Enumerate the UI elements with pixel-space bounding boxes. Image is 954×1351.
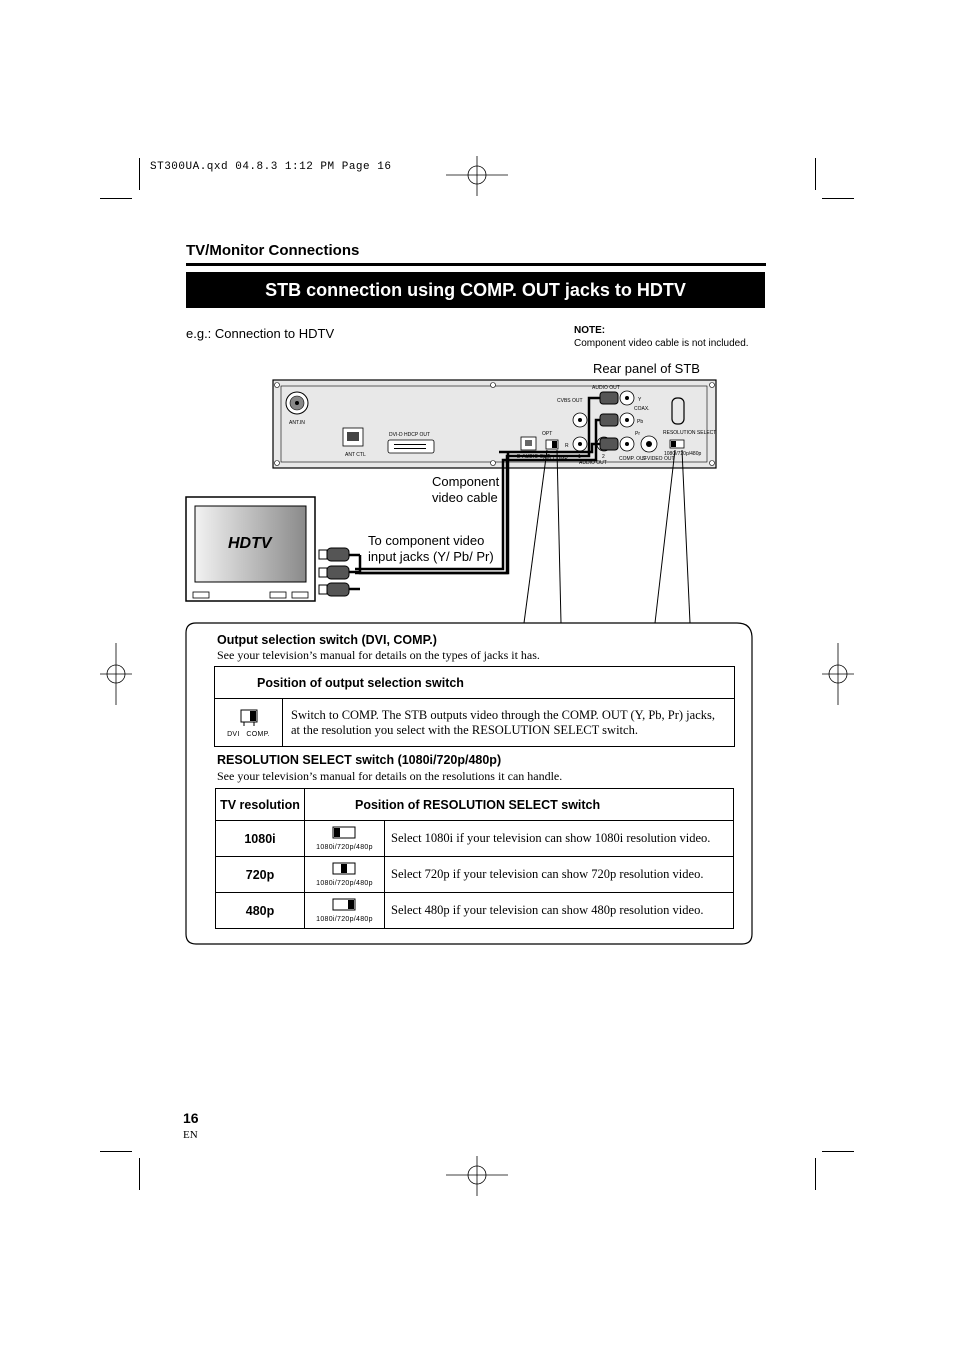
resolution-switch-title: RESOLUTION SELECT switch (1080i/720p/480…	[217, 753, 502, 767]
resolution-switch-diagram: 1080i/720p/480p	[304, 820, 385, 857]
input-label-line1: To component video	[368, 533, 485, 548]
output-switch-title: Output selection switch (DVI, COMP.)	[217, 633, 437, 647]
page-number: 16	[183, 1110, 199, 1126]
label-coax: COAX.	[634, 406, 650, 412]
hdtv-illustration	[185, 496, 316, 602]
position-col-header: Position of RESOLUTION SELECT switch	[304, 788, 734, 821]
label-cvbs-out: CVBS OUT	[557, 398, 583, 404]
tv-label: HDTV	[228, 535, 272, 552]
resolution-switch-label: 1080i/720p/480p	[316, 844, 373, 851]
label-two: 2	[602, 454, 605, 460]
output-switch-diagram: DVI COMP.	[214, 698, 283, 747]
cable-label-line2: video cable	[432, 490, 498, 505]
label-svideo-out: S-VIDEO OUT	[642, 456, 675, 462]
cable-label: Component video cable	[432, 474, 499, 506]
note-heading: NOTE:	[574, 325, 606, 336]
resolution-row: 480p 1080i/720p/480p Select 480p if your t…	[215, 892, 734, 929]
cable-plugs-tv	[318, 547, 350, 597]
crop-mark	[822, 198, 854, 199]
resolution-value: 480p	[215, 892, 305, 929]
resolution-value: 720p	[215, 856, 305, 893]
crop-mark	[822, 1151, 854, 1152]
label-pr: Pr	[635, 431, 640, 437]
label-dvi-out: DVI-D HDCP OUT	[389, 432, 430, 438]
resolution-switch-label: 1080i/720p/480p	[316, 916, 373, 923]
page-language: EN	[183, 1129, 198, 1141]
rear-panel-label: Rear panel of STB	[593, 361, 700, 376]
resolution-row: 720p 1080i/720p/480p Select 720p if your t…	[215, 856, 734, 893]
output-switch-label: DVI COMP.	[227, 730, 270, 738]
file-header: ST300UA.qxd 04.8.3 1:12 PM Page 16	[150, 161, 392, 173]
input-label-line2: input jacks (Y/ Pb/ Pr)	[368, 549, 494, 564]
crop-mark	[100, 1151, 132, 1152]
output-switch-table-header: Position of output selection switch	[214, 666, 735, 699]
label-r: R	[565, 443, 569, 449]
section-title: TV/Monitor Connections	[186, 242, 360, 259]
resolution-switch-description: See your television’s manual for details…	[217, 769, 563, 783]
resolution-value: 1080i	[215, 820, 305, 857]
label-pb: Pb	[637, 419, 643, 425]
section-rule	[186, 263, 766, 266]
resolution-row: 1080i 1080i/720p/480p Select 1080i if your…	[215, 820, 734, 857]
example-caption: e.g.: Connection to HDTV	[186, 326, 335, 341]
label-opt: OPT	[542, 431, 552, 437]
resolution-switch-label: 1080i/720p/480p	[316, 880, 373, 887]
resolution-switch-diagram: 1080i/720p/480p	[304, 892, 385, 929]
label-y: Y	[638, 397, 642, 403]
resolution-switch-diagram: 1080i/720p/480p	[304, 856, 385, 893]
cable-label-line1: Component	[432, 474, 500, 489]
resolution-col-header: TV resolution	[215, 788, 305, 821]
label-res-options: 1080i/720p/480p	[664, 451, 701, 457]
label-audio-out-bottom: AUDIO OUT	[579, 460, 607, 466]
resolution-switch-icon	[332, 898, 355, 911]
crop-mark	[139, 1158, 140, 1190]
cable-plugs-stb	[599, 391, 619, 451]
output-switch-text: Switch to COMP. The STB outputs video th…	[282, 698, 735, 747]
output-switch-description: See your television’s manual for details…	[217, 648, 540, 662]
stb-rear-panel: ANT.IN ANT CTL DVI-D HDCP OUT AUDIO OUT …	[272, 379, 717, 469]
resolution-switch-icon	[332, 862, 355, 875]
label-ant-in: ANT.IN	[289, 420, 305, 426]
input-label: To component video input jacks (Y/ Pb/ P…	[368, 533, 494, 565]
note-text: Component video cable is not included.	[574, 338, 749, 349]
crop-mark	[139, 158, 140, 190]
resolution-description: Select 480p if your television can show …	[384, 892, 734, 929]
label-audio-out-top: AUDIO OUT	[592, 385, 620, 391]
resolution-switch-icon	[332, 826, 355, 839]
crop-mark	[100, 198, 132, 199]
resolution-description: Select 1080i if your television can show…	[384, 820, 734, 857]
label-resolution-select: RESOLUTION SELECT	[663, 430, 716, 436]
label-comp-out: COMP. OUT	[619, 456, 647, 462]
resolution-table: TV resolution Position of RESOLUTION SEL…	[215, 788, 734, 929]
crop-mark	[815, 158, 816, 190]
crop-mark	[815, 1158, 816, 1190]
label-ant-ctl: ANT CTL	[345, 452, 366, 458]
resolution-description: Select 720p if your television can show …	[384, 856, 734, 893]
output-switch-table: Position of output selection switch DVI …	[214, 666, 735, 747]
output-switch-icon	[240, 709, 257, 726]
banner-title: STB connection using COMP. OUT jacks to …	[186, 272, 765, 308]
